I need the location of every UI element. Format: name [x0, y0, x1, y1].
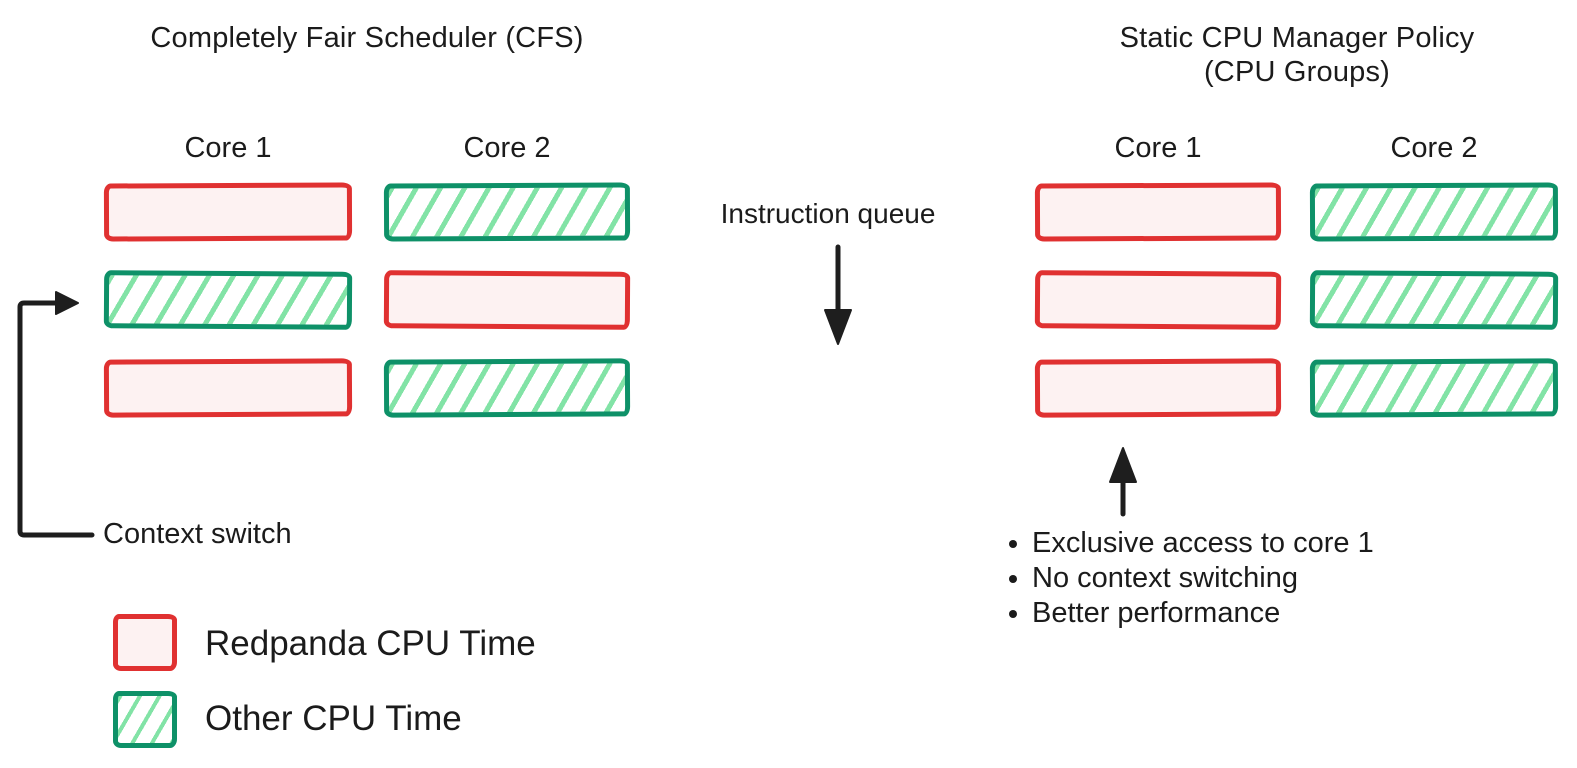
instruction-queue-arrow [824, 244, 852, 345]
context-switch-label: Context switch [103, 518, 292, 550]
benefit-item: No context switching [1032, 561, 1462, 596]
benefit-item: Better performance [1032, 596, 1462, 631]
other-cpu-time-slot [103, 270, 353, 330]
cfs-core2-column [383, 182, 631, 418]
redpanda-cpu-time-slot [1034, 182, 1282, 242]
instruction-queue-label: Instruction queue [720, 198, 936, 229]
context-switch-arrow [17, 291, 95, 538]
static-policy-title: Static CPU Manager Policy (CPU Groups) [1035, 21, 1559, 89]
redpanda-cpu-time-slot [1034, 358, 1282, 418]
redpanda-cpu-time-slot [103, 182, 353, 242]
other-cpu-time-slot [383, 358, 631, 418]
static-policy-benefits-list: Exclusive access to core 1 No context sw… [1002, 526, 1462, 631]
legend-redpanda-label: Redpanda CPU Time [205, 624, 536, 663]
cfs-title: Completely Fair Scheduler (CFS) [150, 22, 584, 54]
other-cpu-time-slot [1309, 358, 1559, 418]
legend-other-label: Other CPU Time [205, 699, 462, 738]
other-cpu-time-slot [1309, 182, 1559, 242]
static-core1-column [1034, 182, 1282, 418]
exclusive-core-arrow [1109, 447, 1137, 517]
cfs-core1-label: Core 1 [184, 132, 272, 164]
redpanda-cpu-time-slot [103, 358, 353, 418]
cfs-core2-label: Core 2 [463, 132, 551, 164]
static-core1-label: Core 1 [1114, 132, 1202, 164]
other-cpu-time-slot [1309, 270, 1559, 330]
legend-other-swatch [113, 691, 177, 748]
static-policy-title-line1: Static CPU Manager Policy [1119, 22, 1475, 54]
other-cpu-time-slot [383, 182, 631, 242]
redpanda-cpu-time-slot [1034, 270, 1282, 330]
redpanda-cpu-time-slot [383, 270, 631, 330]
static-core2-label: Core 2 [1390, 132, 1478, 164]
cfs-core1-column [103, 182, 353, 418]
static-core2-column [1309, 182, 1559, 418]
static-policy-title-line2: (CPU Groups) [1203, 56, 1391, 88]
benefit-item: Exclusive access to core 1 [1032, 526, 1462, 561]
legend-redpanda-swatch [113, 614, 177, 671]
